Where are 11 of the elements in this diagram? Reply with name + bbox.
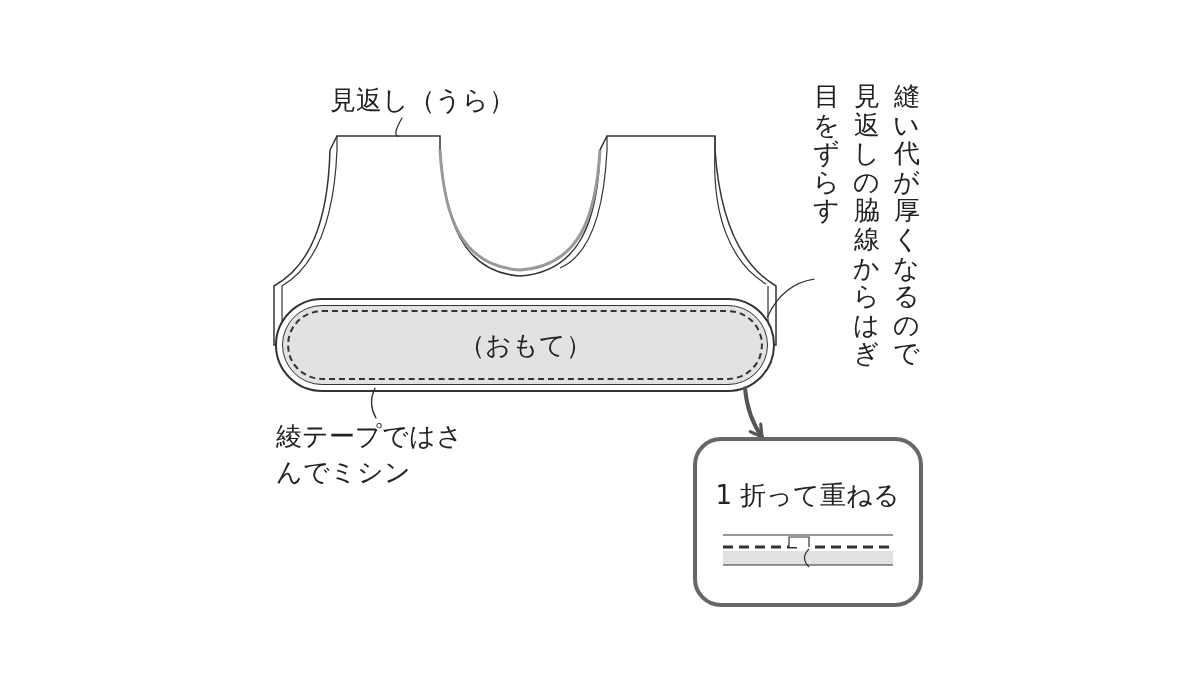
arrow <box>743 386 764 439</box>
leader-line <box>395 117 403 138</box>
vertical-note: 縫い代が厚くなるので見返しの脇線からはぎ目をずらす <box>814 82 920 372</box>
detail-inset <box>693 437 923 607</box>
bias-tape-band <box>275 298 775 392</box>
side-label: （おもて） <box>458 328 592 362</box>
step-label: 1 折って重ねる <box>715 479 901 511</box>
leader-line <box>370 387 377 419</box>
callout-text: 見返し（うら） <box>330 82 510 118</box>
callout-text: 綾テープではさんでミシン <box>276 418 466 490</box>
leader-line <box>766 278 815 318</box>
